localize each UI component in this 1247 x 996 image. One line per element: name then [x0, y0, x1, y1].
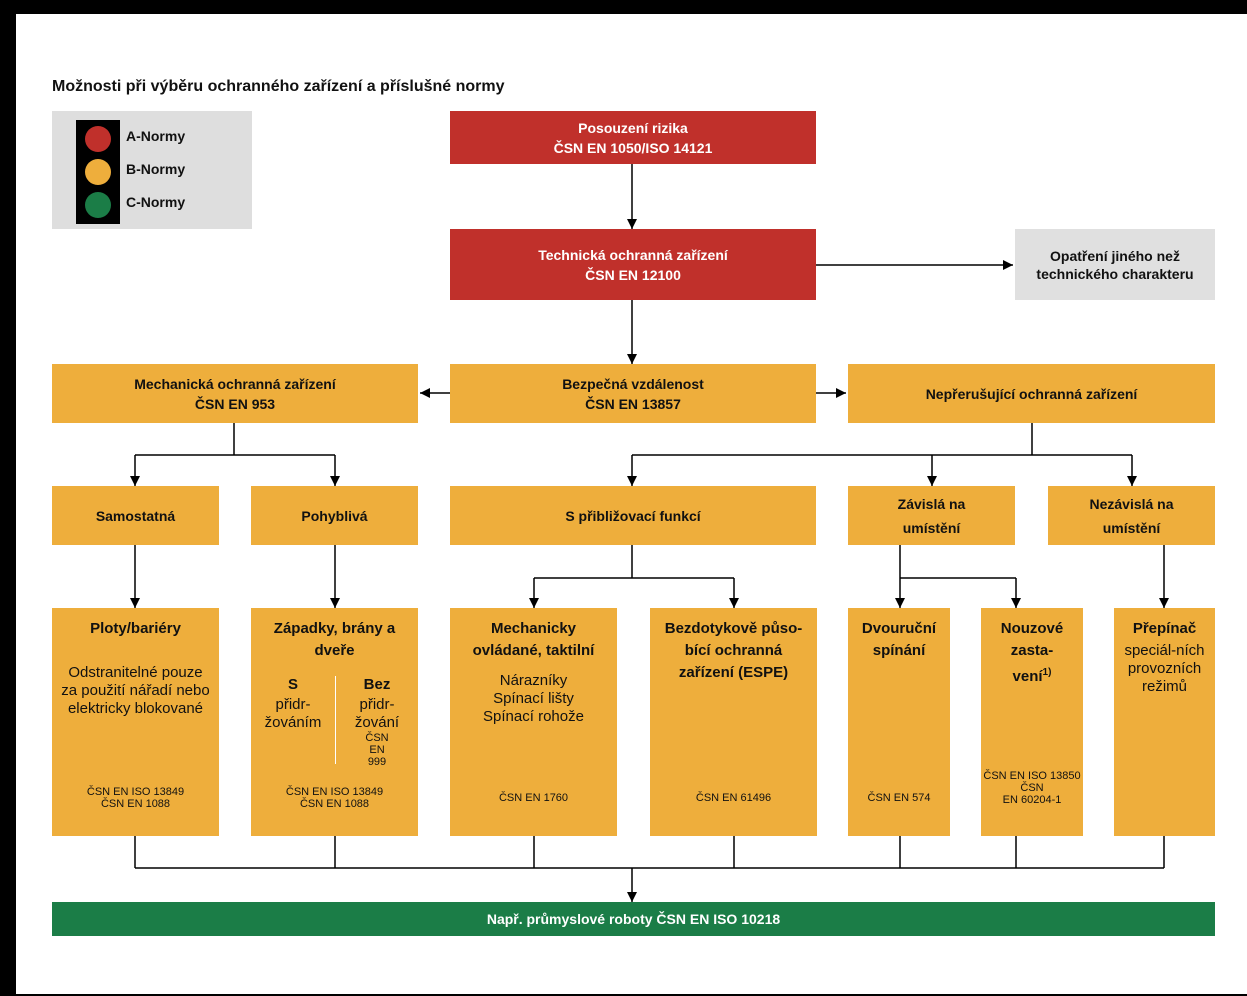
technical-protection-norm: ČSN EN 12100	[585, 266, 681, 283]
latches-without-hold-title: Bez	[363, 676, 391, 693]
two-hand-title: Dvouruční spínání	[861, 620, 937, 659]
latches-with-hold: S přidr-žováním	[253, 674, 333, 732]
safe-distance-box: Bezpečná vzdálenost ČSN EN 13857	[450, 364, 816, 423]
espe-title: Bezdotykově půso-bící ochranná zařízení …	[664, 620, 803, 681]
risk-assessment-title: Posouzení rizika	[578, 119, 688, 136]
latches-without-hold-norm: ČSN EN 999	[365, 732, 389, 768]
safe-distance-norm: ČSN EN 13857	[585, 395, 681, 412]
tactile-norm: ČSN EN 1760	[498, 792, 569, 804]
approach-function-box: S přibližovací funkcí	[450, 486, 816, 545]
two-hand-box: Dvouruční spínání ČSN EN 574	[848, 608, 950, 836]
diagram-title: Možnosti při výběru ochranného zařízení …	[52, 78, 505, 95]
emergency-stop-box: Nouzové zasta-vení1) ČSN EN ISO 13850 ČS…	[981, 608, 1083, 836]
mechanical-guards-title: Mechanická ochranná zařízení	[134, 375, 336, 392]
technical-protection-box: Technická ochranná zařízení ČSN EN 12100	[450, 229, 816, 300]
safe-distance-title: Bezpečná vzdálenost	[562, 375, 704, 392]
espe-norm: ČSN EN 61496	[695, 792, 772, 804]
position-independent-box: Nezávislá na umístění	[1048, 486, 1215, 545]
latches-without-hold-desc: přidr-žování	[354, 696, 400, 731]
mechanical-guards-norm: ČSN EN 953	[194, 395, 276, 412]
latches-title: Západky, brány a dveře	[273, 620, 396, 659]
industrial-robots-box: Např. průmyslové roboty ČSN EN ISO 10218	[52, 902, 1215, 936]
two-hand-norm: ČSN EN 574	[867, 792, 931, 804]
approach-function-label: S přibližovací funkcí	[565, 507, 701, 524]
latches-box: Západky, brány a dveře S přidr-žováním B…	[251, 608, 418, 836]
movable-guard-label: Pohyblivá	[301, 507, 368, 524]
mode-switch-description: speciál-ních provozních režimů	[1124, 642, 1205, 695]
latches-norm: ČSN EN ISO 13849 ČSN EN 1088	[285, 786, 384, 810]
mode-switch-box: Přepínač speciál-ních provozních režimů	[1114, 608, 1215, 836]
fences-norm: ČSN EN ISO 13849 ČSN EN 1088	[86, 786, 185, 810]
legend-label-c: C-Normy	[126, 194, 186, 210]
emergency-stop-label: Nouzové zasta-vení	[1000, 620, 1064, 685]
position-dependent-label: Závislá na umístění	[897, 495, 966, 536]
emergency-stop-norm: ČSN EN ISO 13850 ČSN EN 60204-1	[983, 770, 1081, 806]
technical-protection-title: Technická ochranná zařízení	[538, 246, 728, 263]
traffic-light-icon	[76, 120, 120, 224]
emergency-stop-title: Nouzové zasta-vení1)	[981, 618, 1083, 688]
amber-lamp-icon	[85, 159, 111, 185]
nontechnical-measures-label: Opatření jiného než technického charakte…	[1036, 247, 1194, 282]
fences-title: Ploty/bariéry	[90, 620, 181, 637]
fixed-guard-box: Samostatná	[52, 486, 219, 545]
legend-label-b: B-Normy	[126, 161, 186, 177]
tactile-box: Mechanicky ovládané, taktilní Nárazníky …	[450, 608, 617, 836]
mechanical-guards-box: Mechanická ochranná zařízení ČSN EN 953	[52, 364, 418, 423]
fences-box: Ploty/bariéry Odstranitelné pouze za pou…	[52, 608, 219, 836]
emergency-stop-footnote: 1)	[1042, 667, 1052, 678]
latches-with-hold-desc: přidr-žováním	[264, 696, 322, 731]
industrial-robots-label: Např. průmyslové roboty ČSN EN ISO 10218	[486, 911, 781, 927]
position-independent-label: Nezávislá na umístění	[1089, 495, 1174, 536]
nonseparating-devices-label: Nepřerušující ochranná zařízení	[925, 385, 1138, 402]
latches-without-hold: Bez přidr-žování ČSN EN 999	[337, 674, 417, 768]
latches-with-hold-title: S	[287, 676, 298, 693]
nontechnical-measures-box: Opatření jiného než technického charakte…	[1015, 229, 1215, 300]
tactile-description: Nárazníky Spínací lišty Spínací rohože	[483, 672, 584, 725]
green-lamp-icon	[85, 192, 111, 218]
movable-guard-box: Pohyblivá	[251, 486, 418, 545]
legend-label-a: A-Normy	[126, 128, 186, 144]
red-lamp-icon	[85, 126, 111, 152]
espe-box: Bezdotykově půso-bící ochranná zařízení …	[650, 608, 817, 836]
risk-assessment-norm: ČSN EN 1050/ISO 14121	[553, 139, 713, 156]
fixed-guard-label: Samostatná	[95, 507, 176, 524]
position-dependent-box: Závislá na umístění	[848, 486, 1015, 545]
fences-description: Odstranitelné pouze za použití nářadí ne…	[61, 664, 210, 717]
mode-switch-title: Přepínač	[1132, 620, 1197, 637]
risk-assessment-box: Posouzení rizika ČSN EN 1050/ISO 14121	[450, 111, 816, 164]
tactile-title: Mechanicky ovládané, taktilní	[472, 620, 595, 659]
nonseparating-devices-box: Nepřerušující ochranná zařízení	[848, 364, 1215, 423]
latches-divider	[335, 676, 336, 764]
